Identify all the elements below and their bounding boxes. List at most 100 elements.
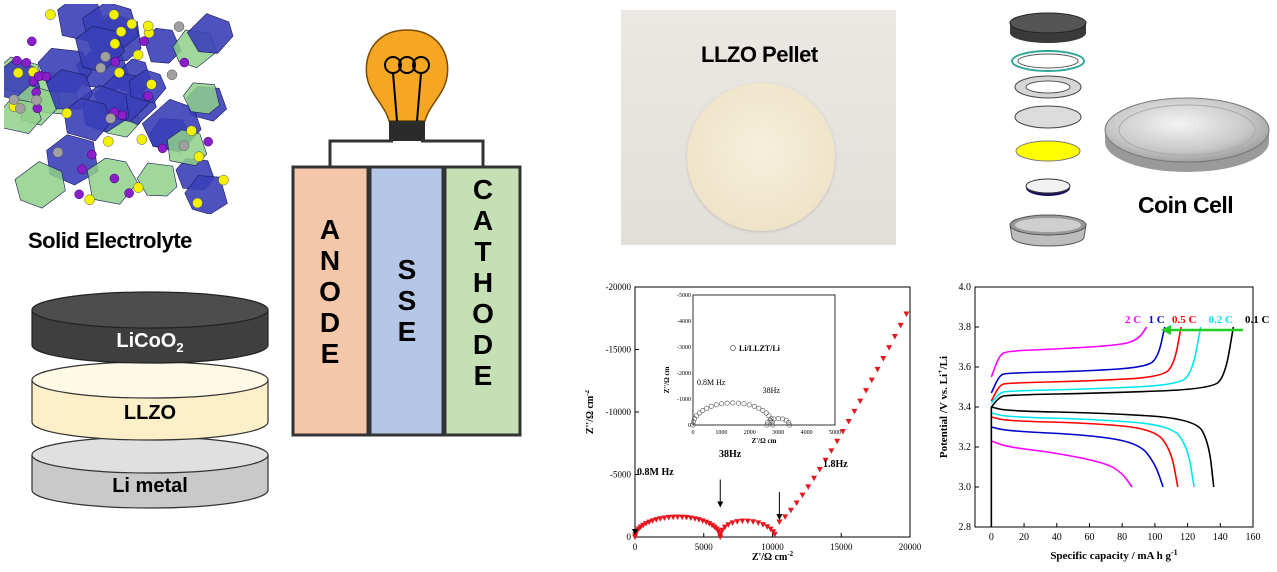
eis-inset-point (694, 413, 700, 419)
eis-data-point (811, 475, 818, 482)
cd-x-label: Specific capacity / mA h g-1 (1050, 548, 1177, 562)
eis-inset-point (735, 400, 741, 406)
eis-inset-x-tick: 5000 (829, 430, 841, 436)
eis-data-point (744, 518, 751, 525)
cd-y-label: Potential /V vs. Li+/Li (936, 356, 950, 458)
coin-electrode (1025, 178, 1071, 196)
eis-y-tick: -15000 (606, 345, 632, 355)
cd-charge-curve (990, 326, 1202, 404)
atom-la (157, 143, 168, 154)
eis-x-tick: 0 (633, 542, 638, 552)
cd-x-tick: 80 (1117, 532, 1127, 543)
eis-data-point (839, 428, 846, 435)
eis-data-point (725, 522, 732, 528)
cd-x-tick: 40 (1052, 532, 1062, 543)
sse-cell (368, 165, 445, 437)
eis-inset-point (719, 401, 725, 407)
sse-letter: S (397, 285, 417, 316)
anode-letter: A (319, 214, 341, 245)
eis-data-point (805, 484, 812, 490)
atom-la (21, 58, 32, 68)
eis-data-point (886, 345, 893, 351)
atom-o (52, 147, 64, 158)
eis-x-tick: 10000 (761, 542, 784, 552)
eis-data-point (679, 514, 686, 521)
atom-li (109, 38, 121, 49)
eis-inset-y-tick: -4000 (677, 319, 691, 325)
atom-li (126, 18, 138, 30)
eis-inset-point (704, 405, 710, 411)
eis-data-point (703, 519, 710, 526)
cd-x-tick: 120 (1180, 532, 1195, 543)
eis-inset-point (756, 405, 762, 411)
anode-letter: N (319, 245, 341, 276)
anode-letter: D (319, 307, 341, 338)
cd-y-tick: 4.0 (959, 282, 972, 293)
cd-y-tick: 2.8 (959, 522, 972, 533)
eis-data-point (891, 334, 898, 340)
eis-data-point (799, 492, 806, 499)
layer-stack: LiCoO2 LLZO Li metal (30, 290, 270, 520)
eis-inset-point (786, 420, 792, 426)
eis-data-point (845, 419, 852, 425)
cd-discharge-curve (991, 412, 1195, 488)
anode-letter: E (320, 338, 340, 369)
cathode-letter: C (472, 174, 494, 205)
eis-inset-x-tick: 0 (692, 430, 695, 436)
eis-inset-point (763, 410, 769, 416)
eis-data-point (649, 518, 656, 524)
cd-discharge-curve (991, 406, 1215, 488)
cathode-cell (443, 165, 522, 437)
polyhedron (14, 161, 66, 209)
eis-data-point (828, 448, 835, 454)
atom-la (27, 36, 37, 47)
eis-inset-point (690, 422, 696, 428)
cd-y-tick: 3.2 (959, 442, 972, 453)
eis-data-point (683, 514, 690, 521)
eis-annotation: 38Hz (719, 449, 742, 460)
eis-data-point (657, 516, 664, 522)
atom-o (31, 94, 42, 106)
atom-la (109, 173, 120, 184)
eis-data-point (719, 527, 726, 534)
cd-x-tick: 140 (1213, 532, 1228, 543)
eis-data-point (897, 322, 904, 329)
eis-data-point (646, 519, 653, 526)
eis-inset-annotation: 38Hz (763, 386, 781, 395)
atom-la (124, 188, 134, 198)
atom-li (45, 9, 56, 20)
eis-data-point (670, 514, 677, 521)
eis-data-point (851, 408, 858, 415)
polyhedron (136, 162, 178, 197)
atom-la (139, 36, 149, 46)
eis-x-tick: 15000 (830, 542, 853, 552)
eis-data-point (868, 377, 875, 384)
eis-y-tick: -20000 (606, 282, 632, 292)
eis-inset-y-tick: -2000 (677, 371, 691, 377)
li-metal-label: Li metal (112, 475, 188, 497)
atom-la (179, 57, 190, 68)
cd-x-tick: 0 (989, 532, 994, 543)
cd-x-tick: 60 (1084, 532, 1094, 543)
coin-cell-assembled (1104, 97, 1270, 172)
eis-data-point (776, 519, 783, 525)
cathode-letter: T (474, 236, 492, 267)
atom-la (87, 149, 97, 160)
eis-data-point (880, 356, 887, 362)
atom-li (136, 134, 148, 145)
eis-inset-x-tick: 2000 (744, 430, 756, 436)
eis-inset-point (751, 403, 757, 409)
cd-y-tick: 3.0 (959, 482, 972, 493)
crystal-structure-image (4, 4, 242, 214)
eis-data-point (665, 514, 672, 521)
atom-li (193, 151, 205, 162)
coin-gasket (1011, 50, 1085, 72)
eis-y-tick: -10000 (606, 407, 632, 417)
cd-y-tick: 3.4 (959, 402, 972, 413)
eis-data-point (734, 519, 741, 525)
eis-inset-legend: Li/LLZT/Li (739, 344, 781, 353)
eis-x-tick: 20000 (899, 542, 922, 552)
eis-inset-annotation: 0.8M Hz (697, 378, 726, 387)
